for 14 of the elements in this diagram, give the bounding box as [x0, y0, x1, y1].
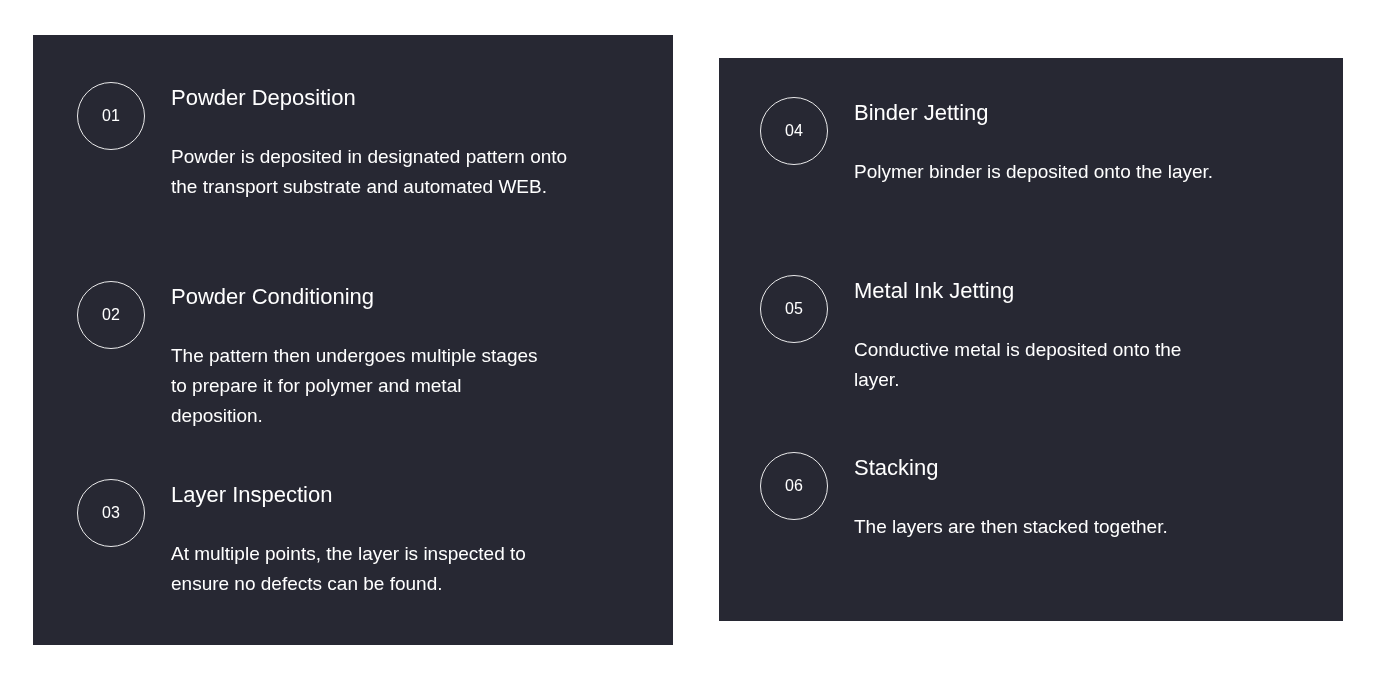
step-heading: Metal Ink Jetting: [854, 277, 1015, 305]
step-description: Powder is deposited in designated pattern onto the transport substrate and automated WEB.: [171, 145, 569, 199]
step-description: The layers are then stacked together.: [854, 515, 1169, 539]
dark-panel: [33, 35, 673, 645]
step-description: Conductive metal is deposited onto the layer.: [854, 338, 1183, 392]
step-description: The pattern then undergoes multiple stages to prepare it for polymer and metal deposition.: [171, 344, 539, 428]
step-heading: Binder Jetting: [854, 99, 989, 127]
step-heading: Powder Deposition: [171, 84, 356, 112]
step-heading: Stacking: [854, 454, 939, 482]
step-description: At multiple points, the layer is inspected to ensure no defects can be found.: [171, 542, 527, 596]
step-description: Polymer binder is deposited onto the layer.: [854, 160, 1215, 184]
step-heading: Powder Conditioning: [171, 283, 375, 311]
dark-panel: [719, 58, 1343, 621]
step-heading: Layer Inspection: [171, 481, 333, 509]
